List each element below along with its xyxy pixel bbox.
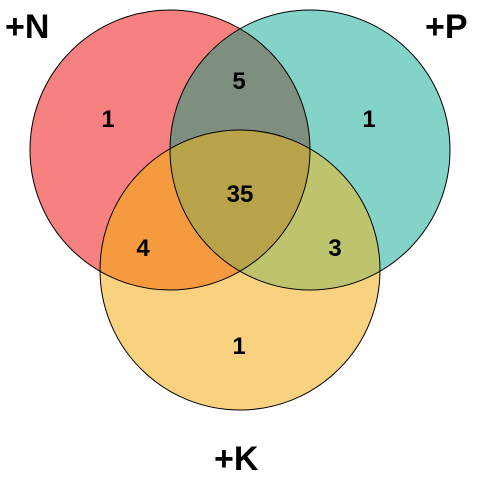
count-n-p: 5 [232, 68, 245, 95]
set-label-k: +K [214, 440, 259, 478]
outline-n [29, 9, 311, 291]
set-label-p: +P [425, 8, 468, 46]
count-n-k: 4 [136, 235, 150, 262]
count-p-only: 1 [362, 106, 375, 133]
outline-p [169, 9, 451, 291]
outline-k [99, 129, 381, 411]
count-k-only: 1 [232, 333, 245, 360]
count-n-p-k: 35 [227, 181, 254, 208]
count-n-only: 1 [101, 106, 114, 133]
count-p-k: 3 [328, 235, 341, 262]
set-label-n: +N [5, 8, 49, 46]
n-p-k-center [170, 130, 310, 290]
